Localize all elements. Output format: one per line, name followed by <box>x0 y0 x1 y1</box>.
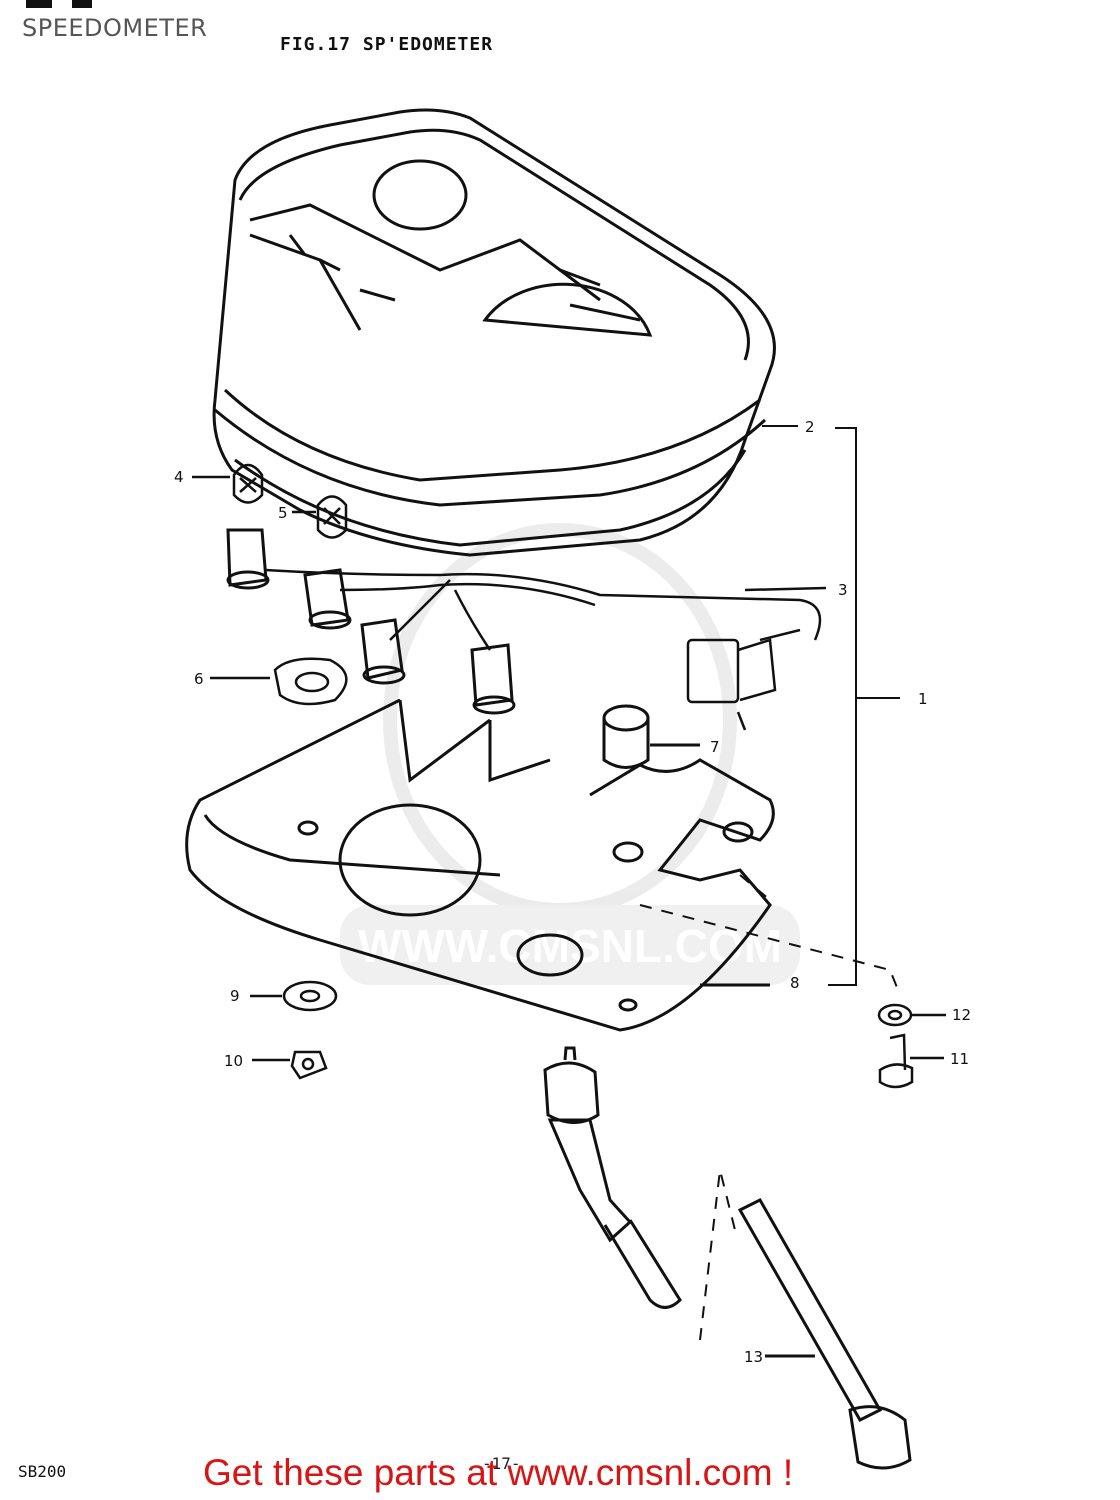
page-number: -17- <box>482 1454 521 1473</box>
callout-8: 8 <box>790 974 800 992</box>
callout-3: 3 <box>838 581 848 599</box>
callout-7: 7 <box>710 738 720 756</box>
speedometer-case <box>212 108 776 557</box>
speedometer-cable <box>543 1046 912 1470</box>
callout-1: 1 <box>918 690 928 708</box>
screw-11 <box>878 1033 944 1089</box>
assembly-bracket <box>762 425 900 986</box>
watermark: WWW.CMSNL.COM <box>340 523 800 985</box>
callout-2: 2 <box>805 418 815 436</box>
bulb-4 <box>192 463 264 504</box>
watermark-text: WWW.CMSNL.COM <box>358 920 782 972</box>
washer-6 <box>210 657 348 706</box>
footer-code: SB200 <box>18 1462 67 1481</box>
page-title: SPEEDOMETER <box>22 14 208 42</box>
callout-12: 12 <box>952 1006 971 1024</box>
callout-4: 4 <box>174 468 184 486</box>
bulb-socket <box>226 528 516 715</box>
washer-12 <box>877 1003 946 1027</box>
callout-6: 6 <box>194 670 204 688</box>
figure-title: FIG.17 SP'EDOMETER <box>280 34 494 55</box>
callout-5: 5 <box>278 504 288 522</box>
lower-case <box>185 698 775 1032</box>
wiring-harness <box>264 568 827 731</box>
nut-10 <box>252 1050 328 1080</box>
callout-13: 13 <box>744 1348 763 1366</box>
callout-9: 9 <box>230 987 240 1005</box>
callout-10: 10 <box>224 1052 243 1070</box>
grommet-7 <box>602 704 700 769</box>
scan-artifact <box>26 0 92 8</box>
bulb-5 <box>292 495 348 539</box>
washer-9 <box>250 980 338 1012</box>
promo-link[interactable]: Get these parts at www.cmsnl.com ! <box>203 1452 794 1493</box>
assembly-guides <box>639 874 901 1341</box>
callout-11: 11 <box>950 1050 969 1068</box>
